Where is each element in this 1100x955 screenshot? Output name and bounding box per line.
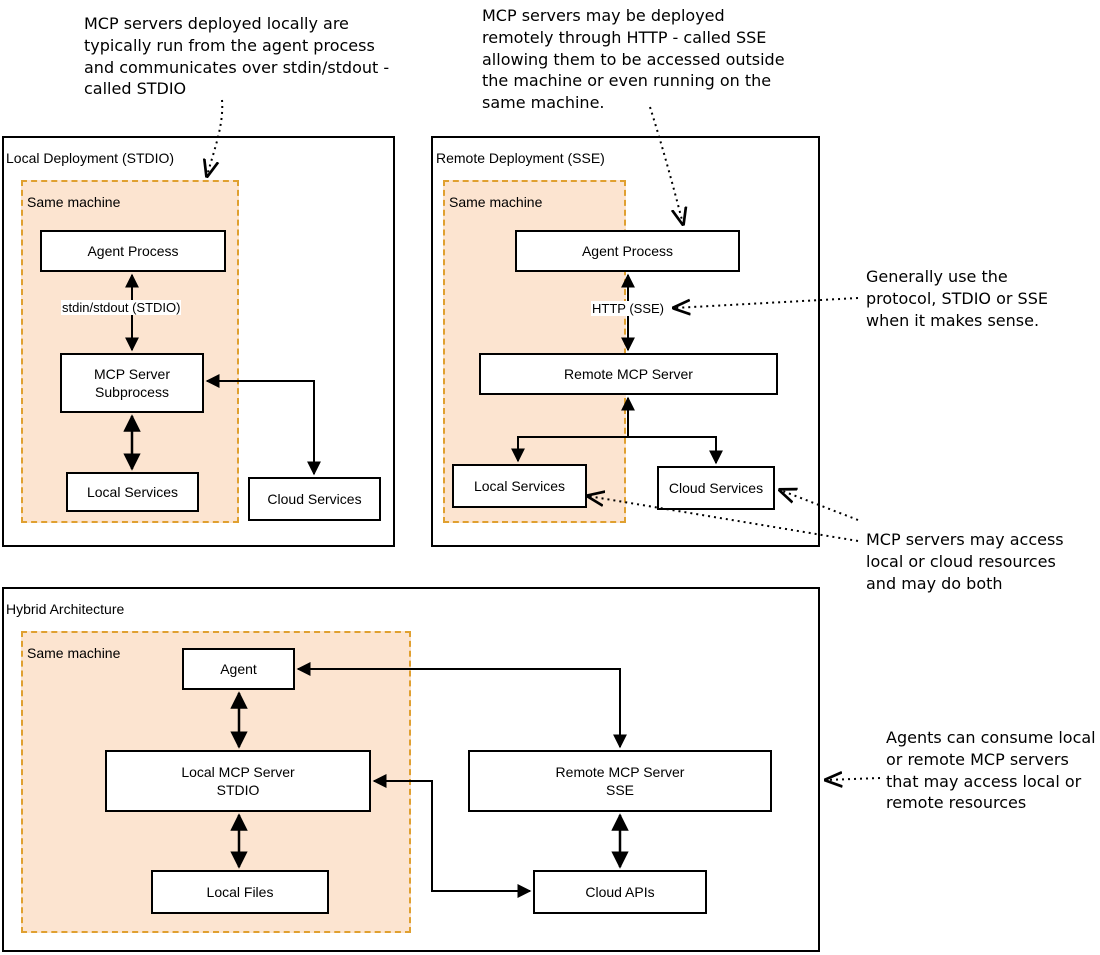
local-local-services-label: Local Services xyxy=(86,483,179,500)
local-local-services-node: Local Services xyxy=(66,472,199,512)
note-line: called STDIO xyxy=(84,79,187,99)
note-line: or remote MCP servers xyxy=(886,749,1069,769)
note-line: same machine. xyxy=(482,93,605,112)
remote-mcp-server-node: Remote MCP Server xyxy=(479,353,778,395)
local-same-machine-label: Same machine xyxy=(27,194,121,210)
remote-mcp-server-label: Remote MCP Server xyxy=(564,365,693,382)
hybrid-architecture-title: Hybrid Architecture xyxy=(6,601,125,617)
hybrid-local-files-label: Local Files xyxy=(206,883,274,900)
note-line: allowing them to be accessed outside xyxy=(482,49,785,69)
hybrid-note-pointer xyxy=(826,778,881,780)
remote-deployment-title: Remote Deployment (SSE) xyxy=(436,150,605,166)
note-line: MCP servers may be deployed xyxy=(482,6,725,25)
local-cloud-services-node: Cloud Services xyxy=(248,477,381,521)
local-stdio-edge-label: stdin/stdout (STDIO) xyxy=(61,300,182,315)
note-line: and communicates over stdin/stdout - xyxy=(84,57,390,77)
local-deployment-frame xyxy=(2,136,395,547)
note-line: protocol, STDIO or SSE xyxy=(866,288,1048,308)
note-line: Generally use the xyxy=(866,267,1008,286)
remote-cloud-services-node: Cloud Services xyxy=(657,466,775,510)
hybrid-same-machine-label: Same machine xyxy=(27,645,121,661)
note-line: typically run from the agent process xyxy=(84,35,375,55)
note-line: remote resources xyxy=(886,793,1027,813)
hybrid-local-mcp-server-line1: Local MCP Server xyxy=(181,763,295,780)
hybrid-agent-node: Agent xyxy=(182,648,295,690)
hybrid-cloud-apis-label: Cloud APIs xyxy=(585,883,655,900)
local-mcp-server-line1: MCP Server xyxy=(94,365,170,382)
local-mcp-server-subprocess-node: MCP Server Subprocess xyxy=(60,353,204,413)
remote-deployment-frame xyxy=(431,136,820,547)
remote-agent-process-label: Agent Process xyxy=(581,242,674,259)
note-line: and may do both xyxy=(866,573,1003,593)
hybrid-local-mcp-server-line2: STDIO xyxy=(216,782,260,798)
remote-local-services-node: Local Services xyxy=(452,464,587,508)
hybrid-local-files-node: Local Files xyxy=(151,870,329,914)
local-deployment-note: MCP servers deployed locally are typical… xyxy=(84,13,389,100)
hybrid-local-mcp-server-node: Local MCP Server STDIO xyxy=(105,750,371,812)
note-line: remotely through HTTP - called SSE xyxy=(482,27,767,47)
remote-deployment-note: MCP servers may be deployed remotely thr… xyxy=(482,5,785,114)
remote-agent-process-node: Agent Process xyxy=(515,230,740,272)
note-line: Agents can consume local xyxy=(886,728,1096,747)
remote-sse-edge-label: HTTP (SSE) xyxy=(591,301,665,316)
local-agent-process-node: Agent Process xyxy=(40,230,226,272)
hybrid-remote-mcp-server-line2: SSE xyxy=(605,782,634,798)
local-mcp-server-line2: Subprocess xyxy=(95,384,169,400)
note-line: when it makes sense. xyxy=(866,310,1040,330)
note-line: MCP servers may access xyxy=(866,530,1064,549)
note-line: local or cloud resources xyxy=(866,551,1056,571)
note-line: MCP servers deployed locally are xyxy=(84,14,349,33)
protocol-note: Generally use the protocol, STDIO or SSE… xyxy=(866,266,1048,331)
hybrid-note: Agents can consume local or remote MCP s… xyxy=(886,727,1096,814)
local-deployment-title: Local Deployment (STDIO) xyxy=(6,150,175,166)
note-line: that may access local or xyxy=(886,771,1082,791)
resources-note: MCP servers may access local or cloud re… xyxy=(866,529,1064,594)
hybrid-cloud-apis-node: Cloud APIs xyxy=(533,870,707,914)
hybrid-agent-label: Agent xyxy=(220,660,257,677)
hybrid-architecture-frame xyxy=(2,587,820,952)
note-line: the machine or even running on the xyxy=(482,71,772,91)
local-agent-process-label: Agent Process xyxy=(87,242,179,259)
hybrid-remote-mcp-server-line1: Remote MCP Server xyxy=(555,763,685,780)
remote-local-services-label: Local Services xyxy=(473,477,566,494)
local-cloud-services-label: Cloud Services xyxy=(267,490,362,507)
hybrid-remote-mcp-server-node: Remote MCP Server SSE xyxy=(468,750,772,812)
remote-same-machine-label: Same machine xyxy=(449,194,543,210)
remote-cloud-services-label: Cloud Services xyxy=(668,479,764,496)
